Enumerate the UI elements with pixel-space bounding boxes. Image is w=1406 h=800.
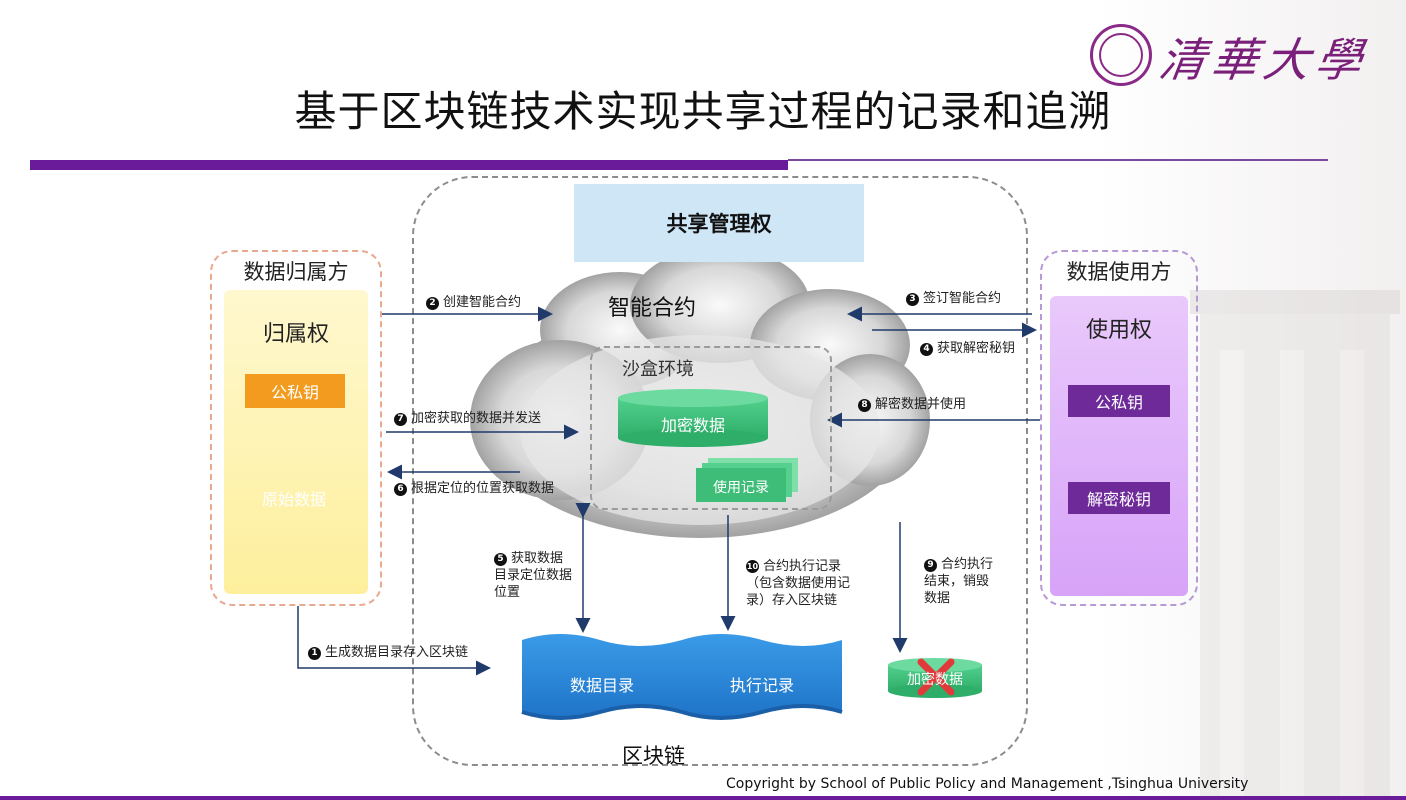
smart-contract-title: 智能合约 <box>608 296 697 321</box>
user-key-box: 公私钥 <box>1068 385 1170 417</box>
blockchain-title: 区块链 <box>622 744 685 768</box>
copyright-text: Copyright by School of Public Policy and… <box>726 776 1249 792</box>
original-data-label: 原始数据 <box>261 490 326 509</box>
usage-right-panel <box>1050 296 1188 596</box>
sharing-management-box: 共享管理权 <box>574 184 864 262</box>
building-backdrop <box>1190 290 1400 800</box>
data-user-frame <box>1040 250 1198 606</box>
encrypted-data-label: 加密数据 <box>660 416 725 435</box>
data-catalog-label: 数据目录 <box>569 676 634 695</box>
platform-frame <box>412 176 1028 766</box>
sandbox-label: 沙盒环境 <box>622 359 694 380</box>
exec-record-label: 执行记录 <box>729 676 794 695</box>
title-underline-thin <box>788 159 1328 161</box>
encrypted-data-cylinder <box>618 389 768 447</box>
destroyed-data-label: 加密数据 <box>907 672 963 688</box>
smart-contract-cloud <box>470 247 930 538</box>
title-underline-thick <box>30 160 788 170</box>
slide-title: 基于区块链技术实现共享过程的记录和追溯 <box>294 87 1112 136</box>
ownership-label: 归属权 <box>262 322 329 347</box>
tsinghua-seal-icon <box>1090 24 1152 86</box>
data-owner-title: 数据归属方 <box>243 260 349 284</box>
data-owner-frame <box>210 250 382 606</box>
sandbox-frame <box>590 346 832 510</box>
usage-right-label: 使用权 <box>1085 318 1152 343</box>
arrow-step1 <box>297 606 491 676</box>
bottom-accent-bar <box>0 796 1406 800</box>
owner-key-box: 公私钥 <box>245 374 345 408</box>
usage-record-stack <box>696 458 798 502</box>
blockchain-banner <box>521 634 843 720</box>
data-user-title: 数据使用方 <box>1066 260 1172 284</box>
destroyed-data-cylinder <box>888 658 982 698</box>
usage-record-label: 使用记录 <box>713 480 769 496</box>
decrypt-key-box: 解密秘钥 <box>1068 482 1170 514</box>
ownership-panel <box>224 290 368 594</box>
delete-x-icon <box>917 658 955 696</box>
